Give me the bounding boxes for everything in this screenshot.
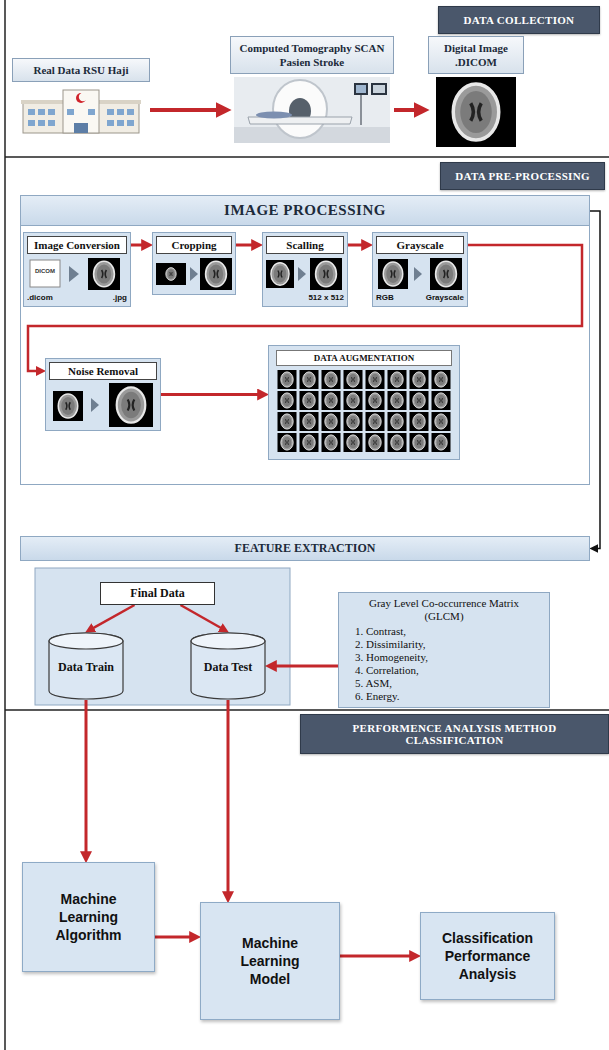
node-text: Cropping: [156, 236, 232, 254]
connector-arrow: [348, 244, 366, 247]
connector-arrow: [590, 211, 600, 549]
connector-arrow: [272, 665, 338, 668]
illustration-frame: DICOM: [27, 257, 127, 291]
node-text: 1. Contrast,: [345, 625, 543, 638]
data-box: Final Data: [100, 582, 215, 605]
node-text: DATA AUGMENTATION: [276, 350, 452, 366]
node-text: DATA PRE-PROCESSING: [447, 170, 598, 182]
process-box: Machine Learning Model: [200, 902, 340, 1020]
node-text: PERFORMENCE ANALYSIS METHOD CLASSIFICATI…: [307, 722, 602, 746]
node-text: IMAGE PROCESSING: [21, 196, 589, 226]
caption-row: .dicom .jpg: [27, 293, 127, 303]
source-box: Computed Tomography SCAN Pasien Stroke: [230, 36, 394, 143]
image-caption: .dicom: [27, 293, 53, 303]
node-text: 2. Dissimilarity,: [345, 638, 543, 651]
section-tag: PERFORMENCE ANALYSIS METHOD CLASSIFICATI…: [300, 714, 609, 754]
node-text: 6. Energy.: [345, 690, 543, 703]
image-caption: 512 x 512: [308, 293, 344, 303]
connector-arrow: [150, 108, 222, 112]
process-box: Machine Learning Algorithm: [22, 862, 155, 972]
augmentation-grid: [276, 369, 452, 453]
node-text: Digital Image .DICOM: [428, 36, 524, 74]
source-box: Digital Image .DICOM: [428, 36, 524, 147]
node-text: DATA COLLECTION: [445, 14, 593, 26]
process-panel: IMAGE PROCESSING Image Conversion DICOM .d…: [20, 195, 590, 485]
database-cylinder: Data Train: [48, 632, 124, 700]
section-rule: [5, 156, 609, 158]
connector-arrow: [340, 955, 414, 958]
database-cylinder: Data Test: [190, 632, 266, 700]
node-text: Grayscale: [376, 236, 464, 254]
connector-arrow: [236, 244, 256, 247]
section-tag: DATA PRE-PROCESSING: [440, 162, 605, 190]
node-text: 4. Correlation,: [345, 664, 543, 677]
node-text: Scalling: [266, 236, 344, 254]
node-text: Noise Removal: [49, 362, 157, 380]
node-text: 5. ASM,: [345, 677, 543, 690]
data-panel: [35, 568, 290, 705]
connector-arrow: [227, 700, 230, 896]
ct-scanner-illustration: [234, 77, 390, 143]
process-step: Image Conversion DICOM .dicom .jpg: [23, 232, 131, 307]
node-text: Final Data: [105, 586, 210, 601]
illustration-frame: [234, 77, 390, 143]
node-text: Data Test: [190, 632, 266, 675]
illustration-frame: [276, 369, 452, 453]
node-text: Machine Learning Model: [223, 934, 317, 988]
connector-arrow: [181, 605, 224, 630]
grayscale-illustration: [376, 257, 464, 291]
section-tag: DATA COLLECTION: [438, 6, 600, 34]
process-box: Classification Performance Analysis: [420, 912, 555, 1000]
node-text: 3. Homogeneity,: [345, 651, 543, 664]
connector-arrow: [85, 700, 88, 856]
node-text: Data Train: [48, 632, 124, 675]
image-caption: Grayscale: [426, 293, 464, 303]
caption-row: RGB Grayscale: [376, 293, 464, 303]
illustration-frame: [156, 257, 232, 291]
scaling-illustration: [266, 257, 344, 291]
section-rule: [5, 709, 609, 711]
node-text: Computed Tomography SCAN Pasien Stroke: [230, 36, 394, 74]
hospital-illustration: [19, 85, 143, 135]
connector-arrow: [161, 393, 262, 396]
stage-band: FEATURE EXTRACTION: [20, 536, 590, 561]
illustration-frame: [49, 383, 157, 427]
augmentation-box: DATA AUGMENTATION: [268, 345, 460, 460]
connector-arrow: [131, 244, 146, 247]
process-step: Cropping: [152, 232, 236, 295]
illustration-frame: [266, 257, 344, 291]
connector-arrow: [155, 936, 194, 939]
image-caption: DICOM: [30, 268, 60, 275]
ct-image-illustration: [436, 77, 516, 147]
node-text: FEATURE EXTRACTION: [21, 541, 589, 556]
node-text: Gray Level Co-occurrence Matrix (GLCM): [345, 597, 543, 625]
node-text: Real Data RSU Haji: [12, 58, 150, 82]
process-step: Noise Removal: [45, 358, 161, 431]
caption-row: 512 x 512: [266, 293, 344, 303]
node-text: Classification Performance Analysis: [431, 929, 544, 983]
illustration-frame: [19, 85, 143, 135]
node-text: Machine Learning Algorithm: [45, 890, 132, 944]
noise-removal-illustration: [49, 383, 157, 427]
illustration-frame: [376, 257, 464, 291]
cropping-illustration: [156, 257, 232, 291]
process-step: Scalling 512 x 512: [262, 232, 348, 307]
node-text: Image Conversion: [27, 236, 127, 254]
connector-arrow: [90, 605, 134, 630]
image-caption: RGB: [376, 293, 394, 303]
source-box: Real Data RSU Haji: [12, 58, 150, 135]
image-caption: .jpg: [113, 293, 127, 303]
feature-list-box: Gray Level Co-occurrence Matrix (GLCM)1.…: [338, 592, 550, 708]
connector-arrow: [394, 108, 420, 112]
illustration-frame: [436, 77, 516, 147]
process-step: Grayscale RGB Grayscale: [372, 232, 468, 307]
